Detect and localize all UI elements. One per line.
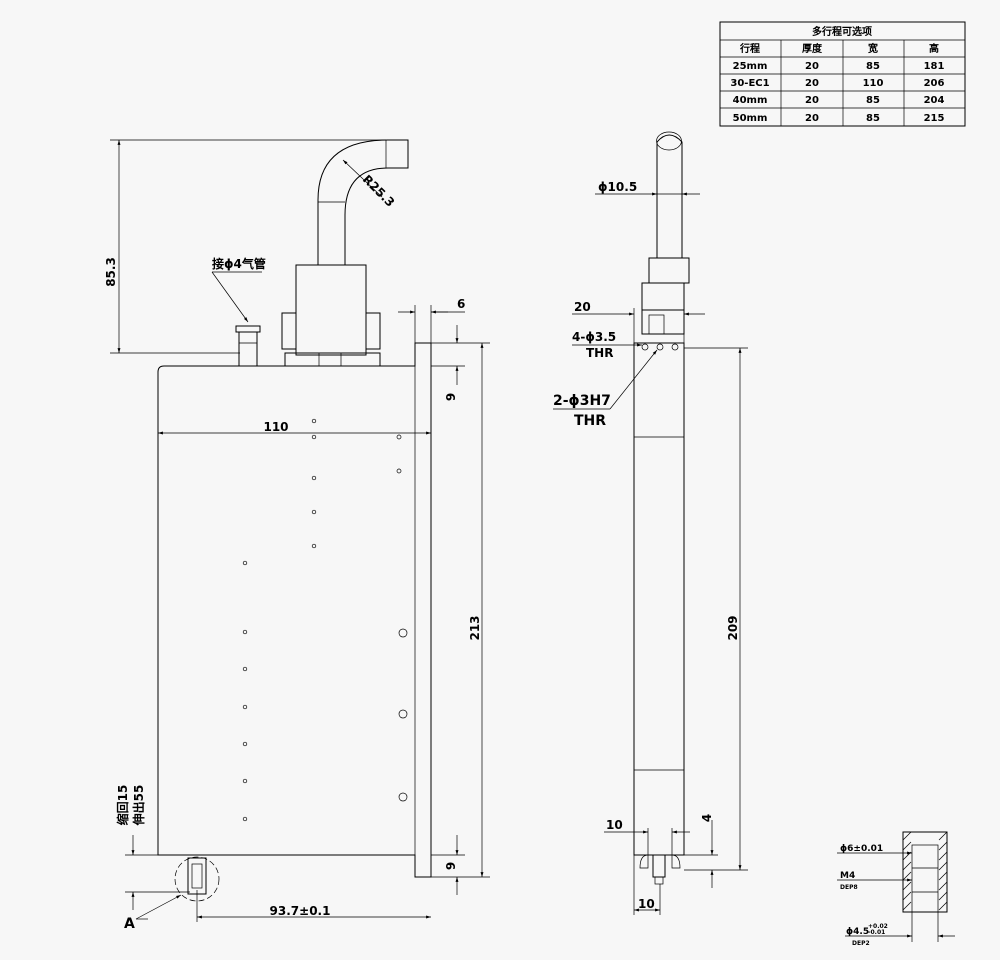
detail-dep2: DEP2 bbox=[852, 940, 870, 947]
dim-dia-10-5: ϕ10.5 bbox=[598, 180, 637, 194]
detail-m4: M4 bbox=[840, 871, 855, 881]
dim-9-bottom: 9 bbox=[444, 862, 458, 870]
side-body bbox=[633, 342, 685, 856]
dim-110: 110 bbox=[263, 420, 288, 434]
holes-2-thr: THR bbox=[574, 413, 606, 429]
dim-radius: R25.3 bbox=[360, 172, 397, 209]
dim-9-top: 9 bbox=[444, 393, 458, 401]
stroke-options-table: 多行程可选项 行程 厚度 宽 高 25mm 20 85 181 30-EC1 2… bbox=[719, 21, 966, 127]
air-fitting bbox=[235, 325, 261, 333]
table-cell: 110 bbox=[863, 78, 884, 89]
table-title: 多行程可选项 bbox=[812, 25, 872, 38]
air-connector-note: 接ϕ4气管 bbox=[212, 256, 266, 271]
dim-213: 213 bbox=[468, 615, 482, 640]
dim-85-3: 85.3 bbox=[104, 257, 118, 287]
front-view: 85.3 R25.3 接ϕ4气管 6 9 110 213 9 bbox=[104, 139, 490, 932]
cable-connector bbox=[295, 264, 367, 356]
detail-a-circle bbox=[174, 856, 220, 902]
table-cell: 85 bbox=[866, 61, 880, 72]
detail-dia45: ϕ4.5 bbox=[846, 927, 869, 937]
detail-a-view: ϕ6±0.01 M4 DEP8 ϕ4.5 +0.02 -0.01 DEP2 bbox=[837, 831, 955, 947]
holes-2-note: 2-ϕ3H7 bbox=[553, 393, 611, 409]
dim-20: 20 bbox=[574, 300, 591, 314]
table-cell: 85 bbox=[866, 95, 880, 106]
dim-4: 4 bbox=[700, 814, 714, 822]
dim-209: 209 bbox=[726, 615, 740, 640]
table-cell: 204 bbox=[924, 95, 945, 106]
dim-6: 6 bbox=[457, 297, 465, 311]
table-cell: 20 bbox=[805, 61, 819, 72]
detail-tol-plus: +0.02 bbox=[868, 923, 888, 930]
table-cell: 20 bbox=[805, 113, 819, 124]
dim-10-top: 10 bbox=[606, 818, 623, 832]
table-cell: 20 bbox=[805, 78, 819, 89]
table-header-height: 高 bbox=[929, 42, 939, 55]
detail-dep8: DEP8 bbox=[840, 884, 858, 891]
mounting-holes bbox=[242, 418, 408, 822]
table-cell: 30-EC1 bbox=[730, 78, 769, 89]
holes-4-note: 4-ϕ3.5 bbox=[572, 330, 616, 344]
table-header-width: 宽 bbox=[867, 42, 878, 55]
holes-4-thr: THR bbox=[586, 346, 613, 360]
table-cell: 25mm bbox=[733, 61, 768, 72]
table-cell: 50mm bbox=[733, 113, 768, 124]
table-cell: 85 bbox=[866, 113, 880, 124]
side-cable bbox=[656, 134, 683, 258]
front-body-outline bbox=[157, 342, 432, 878]
table-cell: 206 bbox=[924, 78, 945, 89]
side-view: ϕ10.5 20 4-ϕ3.5 THR 2-ϕ3H7 THR 209 10 4 bbox=[553, 131, 748, 915]
cable bbox=[317, 139, 409, 265]
table-cell: 20 bbox=[805, 95, 819, 106]
dim-stroke-retract: 缩回15 bbox=[115, 785, 130, 826]
table-cell: 215 bbox=[924, 113, 945, 124]
dim-93-7: 93.7±0.1 bbox=[270, 904, 331, 918]
table-cell: 181 bbox=[924, 61, 945, 72]
table-header-stroke: 行程 bbox=[739, 42, 760, 55]
dim-stroke-extend: 伸出55 bbox=[131, 785, 146, 827]
detail-dia6: ϕ6±0.01 bbox=[840, 844, 883, 854]
table-header-thickness: 厚度 bbox=[802, 42, 823, 55]
detail-tol-minus: -0.01 bbox=[868, 929, 885, 936]
dim-10-bottom: 10 bbox=[638, 897, 655, 911]
detail-a-label: A bbox=[124, 916, 135, 932]
table-cell: 40mm bbox=[733, 95, 768, 106]
